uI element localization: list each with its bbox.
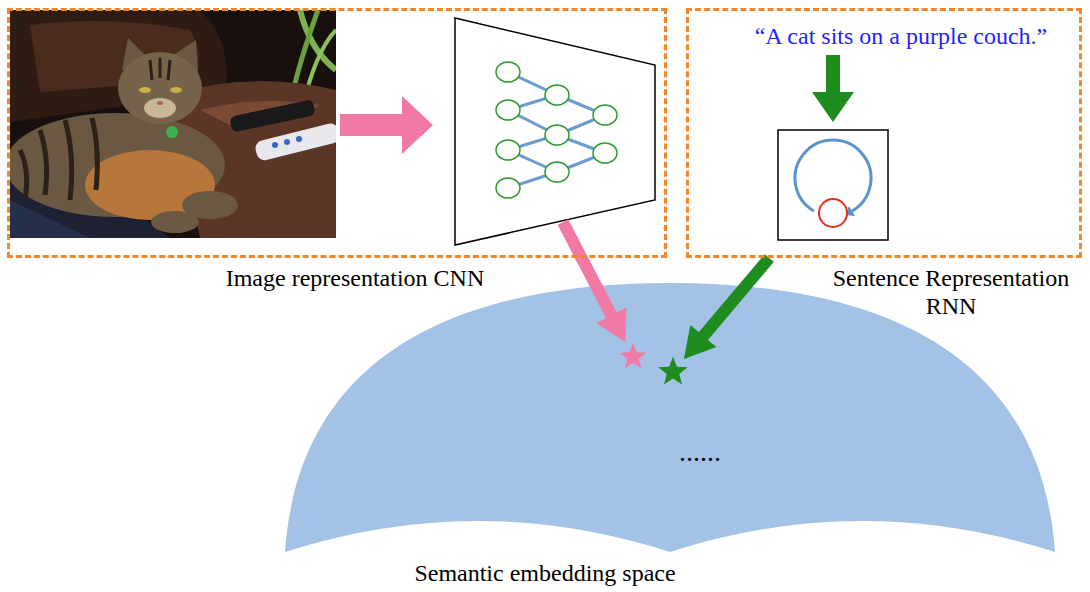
embedding-space-region: Semantic embedding space (285, 283, 1055, 555)
cat-stripe (20, 150, 27, 200)
dashed-group-box: “A cat sits on a purple couch.”Sentence … (686, 8, 1082, 258)
cat-stripe (40, 130, 47, 195)
cat-muzzle (144, 98, 176, 118)
neuron (593, 105, 617, 125)
cnn-trapezoid (455, 18, 655, 245)
region-caption: Semantic embedding space (414, 560, 675, 588)
neuron (496, 178, 520, 198)
dashed-group-box: Image representation CNN (7, 8, 667, 258)
cat-eye (139, 87, 151, 93)
black-remote (229, 99, 315, 132)
cat-photo (10, 10, 336, 238)
remote-button (272, 142, 278, 148)
rnn-box (778, 130, 888, 240)
cat-nose (157, 101, 163, 105)
neuron (496, 62, 520, 82)
text-slot: Sentence Representation RNN (813, 265, 1089, 320)
cat-head-stripes (150, 58, 170, 80)
remote-button (284, 139, 290, 145)
remote-button (296, 136, 302, 142)
text-slot: Image representation CNN (215, 265, 495, 293)
neuron (496, 100, 520, 120)
network-neurons (496, 62, 617, 198)
neuron (545, 125, 569, 145)
text-slot: ...... (660, 436, 740, 468)
rnn-cell (819, 199, 847, 227)
collar-tag (166, 126, 178, 138)
neuron (545, 162, 569, 182)
white-remote (254, 122, 336, 162)
cat-head (118, 52, 202, 124)
embedding-region-fill (285, 283, 1055, 552)
neuron (496, 140, 520, 160)
sentence-arrow (812, 55, 854, 122)
cat-stripe (92, 118, 97, 190)
neuron (545, 85, 569, 105)
ellipsis-label: ...... (679, 436, 721, 468)
input-sentence: “A cat sits on a purple couch.” (755, 23, 1048, 51)
neuron (593, 143, 617, 163)
cat-stripe (65, 120, 72, 200)
group-heading: Image representation CNN (226, 265, 485, 293)
group-heading: Sentence Representation RNN (813, 265, 1089, 320)
output-arrow-stub (563, 222, 582, 259)
input-arrow (340, 96, 433, 154)
text-slot: “A cat sits on a purple couch.” (716, 23, 1086, 51)
cat-paw (182, 191, 238, 219)
embedding-region-shape (285, 283, 1055, 555)
network-links (508, 72, 605, 188)
text-slot: Semantic embedding space (345, 560, 745, 588)
cat-eye (170, 87, 182, 93)
